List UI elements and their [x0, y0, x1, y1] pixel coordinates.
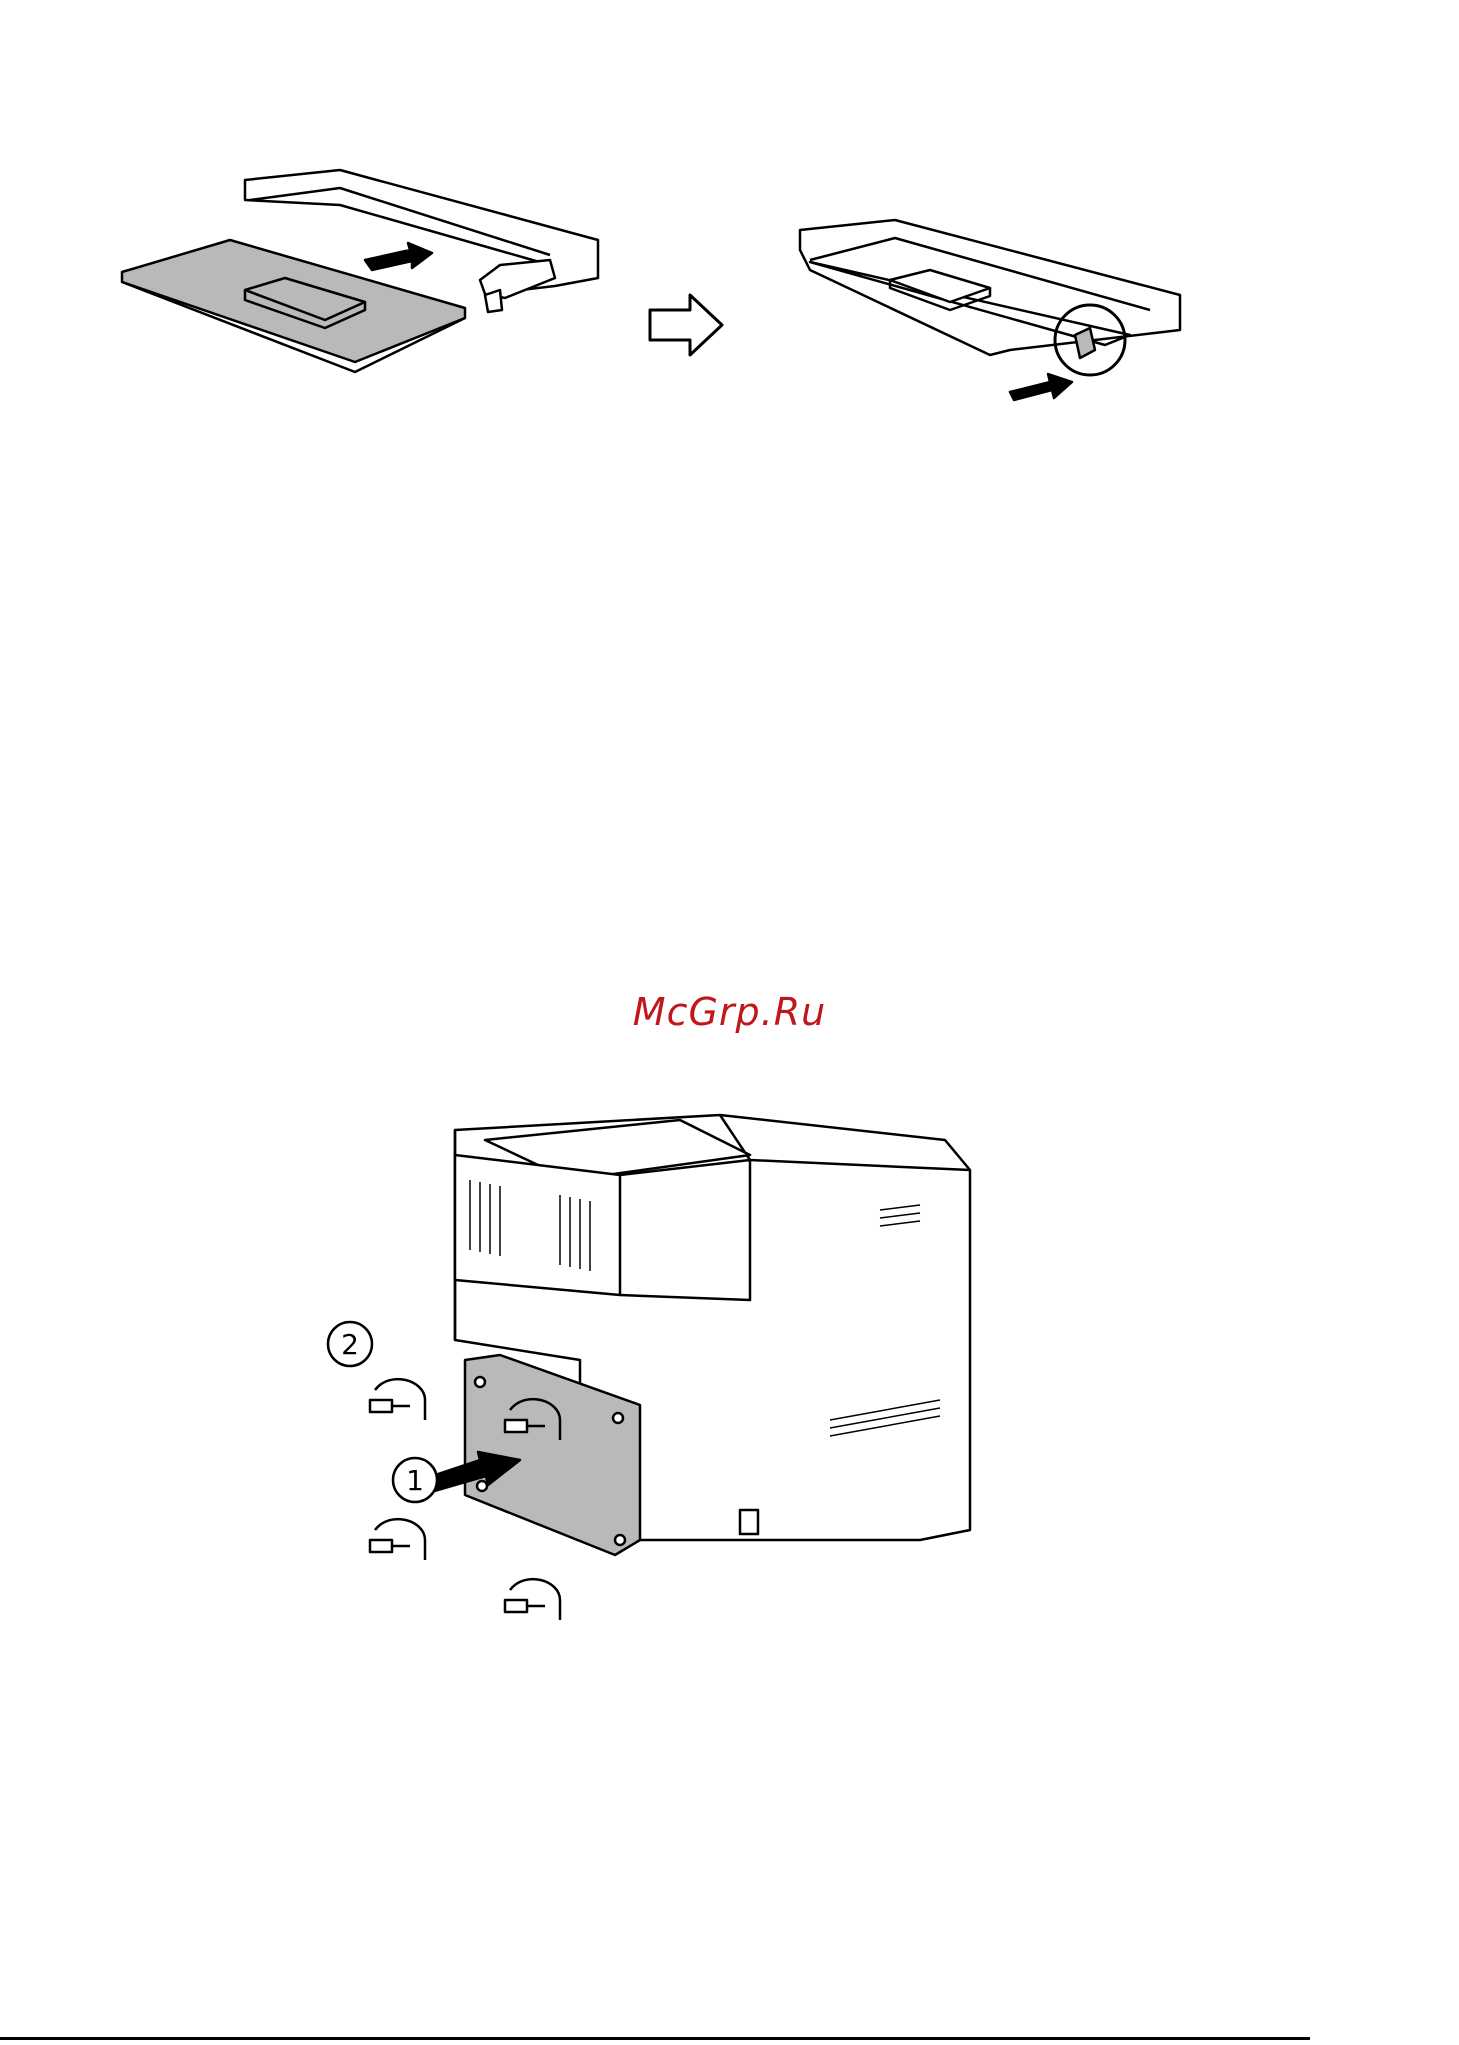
callout-2-label: 2 — [341, 1328, 359, 1361]
screw-icon — [370, 1540, 410, 1552]
watermark-text: McGrp.Ru — [0, 990, 1459, 1034]
callout-1-label: 1 — [406, 1464, 424, 1497]
memory-module-illustration — [110, 160, 1220, 420]
screw-icon — [505, 1600, 545, 1612]
memory-socket-installed — [800, 220, 1180, 400]
page-bottom-rule — [0, 2037, 1310, 2040]
printer-cover-illustration: 2 1 — [320, 1100, 1120, 1700]
insert-arrow — [365, 243, 432, 270]
screw-icon — [370, 1400, 410, 1412]
step-arrow-icon — [650, 295, 722, 355]
